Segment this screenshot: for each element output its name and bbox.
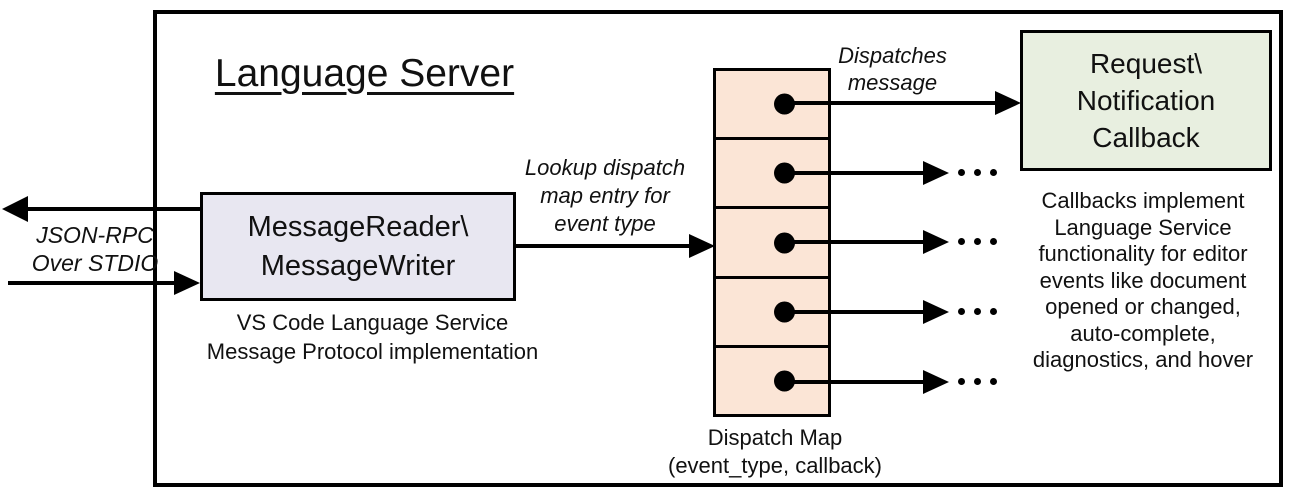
dispatch-arrowhead-icon-5 bbox=[923, 370, 949, 394]
lookup-label-line1: Lookup dispatch bbox=[524, 155, 686, 180]
callbacks-description: Callbacks implement Language Service fun… bbox=[1005, 188, 1281, 374]
reader-box-caption: VS Code Language Service Message Protoco… bbox=[180, 308, 565, 366]
callbacks-note-line: Language Service bbox=[1054, 214, 1232, 240]
callback-box-line2: Notification bbox=[1076, 85, 1216, 116]
dispatch-arrowhead-icon-2 bbox=[923, 161, 949, 185]
dispatch-arrowhead-icon-4 bbox=[923, 300, 949, 324]
stdio-out-arrowhead-icon bbox=[2, 196, 28, 222]
callbacks-note-line: auto-complete, bbox=[1070, 320, 1216, 346]
callbacks-note-line: opened or changed, bbox=[1045, 294, 1241, 319]
dispatch-map-cell bbox=[716, 348, 828, 414]
request-notification-callback-box: Request\ Notification Callback bbox=[1020, 30, 1272, 171]
ellipsis-icon bbox=[958, 169, 997, 176]
jsonrpc-stdio-label: JSON-RPC Over STDIO bbox=[15, 221, 175, 277]
message-reader-writer-box: MessageReader\ MessageWriter bbox=[200, 192, 516, 301]
callbacks-note-line: functionality for editor bbox=[1038, 241, 1248, 266]
dispatch-arrow-line-5 bbox=[785, 380, 925, 384]
reader-box-line2: MessageWriter bbox=[260, 249, 456, 282]
dispatch-caption-line1: Dispatch Map bbox=[707, 425, 843, 450]
dispatch-entry-dot bbox=[774, 162, 795, 184]
dispatch-arrowhead-icon-3 bbox=[923, 230, 949, 254]
jsonrpc-label-line2: Over STDIO bbox=[31, 250, 159, 276]
lookup-label-line3: event type bbox=[554, 211, 656, 236]
page-title: Language Server bbox=[214, 52, 515, 95]
dispatches-label-line1: Dispatches bbox=[838, 43, 947, 68]
lookup-dispatch-label: Lookup dispatch map entry for event type bbox=[510, 154, 700, 238]
dispatch-entry-dot bbox=[774, 232, 795, 253]
dispatch-arrow-line-2 bbox=[785, 171, 925, 175]
lookup-arrow-line bbox=[516, 244, 692, 248]
dispatch-map-cell bbox=[716, 279, 828, 348]
stdio-in-arrowhead-icon bbox=[174, 271, 200, 295]
callbacks-note-line: Callbacks implement bbox=[1041, 188, 1245, 213]
lookup-label-line2: map entry for bbox=[540, 183, 670, 208]
callbacks-note-line: events like document bbox=[1039, 267, 1247, 293]
dispatch-map-cell bbox=[716, 209, 828, 279]
dispatch-entry-dot bbox=[774, 370, 795, 392]
dispatch-map-cell bbox=[716, 140, 828, 210]
reader-box-line1: MessageReader\ bbox=[247, 210, 469, 243]
dispatch-map bbox=[713, 68, 831, 417]
callback-box-line3: Callback bbox=[1092, 122, 1200, 153]
dispatch-entry-dot bbox=[774, 93, 795, 115]
reader-caption-line2: Message Protocol implementation bbox=[206, 339, 539, 364]
ellipsis-icon bbox=[958, 308, 997, 315]
dispatch-map-cell bbox=[716, 71, 828, 141]
lookup-arrowhead-icon bbox=[689, 234, 715, 258]
ellipsis-icon bbox=[958, 238, 997, 245]
jsonrpc-label-line1: JSON-RPC bbox=[36, 222, 154, 248]
ellipsis-icon bbox=[958, 378, 997, 385]
stdio-in-arrow-line bbox=[8, 281, 178, 285]
dispatch-caption-line2: (event_type, callback) bbox=[668, 453, 882, 478]
dispatch-arrowhead-icon-1 bbox=[995, 91, 1021, 115]
callback-box-line1: Request\ bbox=[1089, 48, 1203, 79]
dispatch-arrow-line-1 bbox=[785, 101, 997, 105]
stdio-out-arrow-line bbox=[6, 207, 200, 211]
dispatch-map-caption: Dispatch Map (event_type, callback) bbox=[650, 424, 900, 480]
language-server-boundary bbox=[153, 10, 1283, 487]
callbacks-note-line: diagnostics, and hover bbox=[1032, 347, 1254, 372]
dispatches-message-label: Dispatches message bbox=[820, 42, 965, 96]
dispatches-label-line2: message bbox=[847, 70, 938, 95]
dispatch-arrow-line-3 bbox=[785, 240, 925, 244]
reader-caption-line1: VS Code Language Service bbox=[236, 310, 509, 335]
dispatch-entry-dot bbox=[774, 301, 795, 323]
dispatch-arrow-line-4 bbox=[785, 310, 925, 314]
